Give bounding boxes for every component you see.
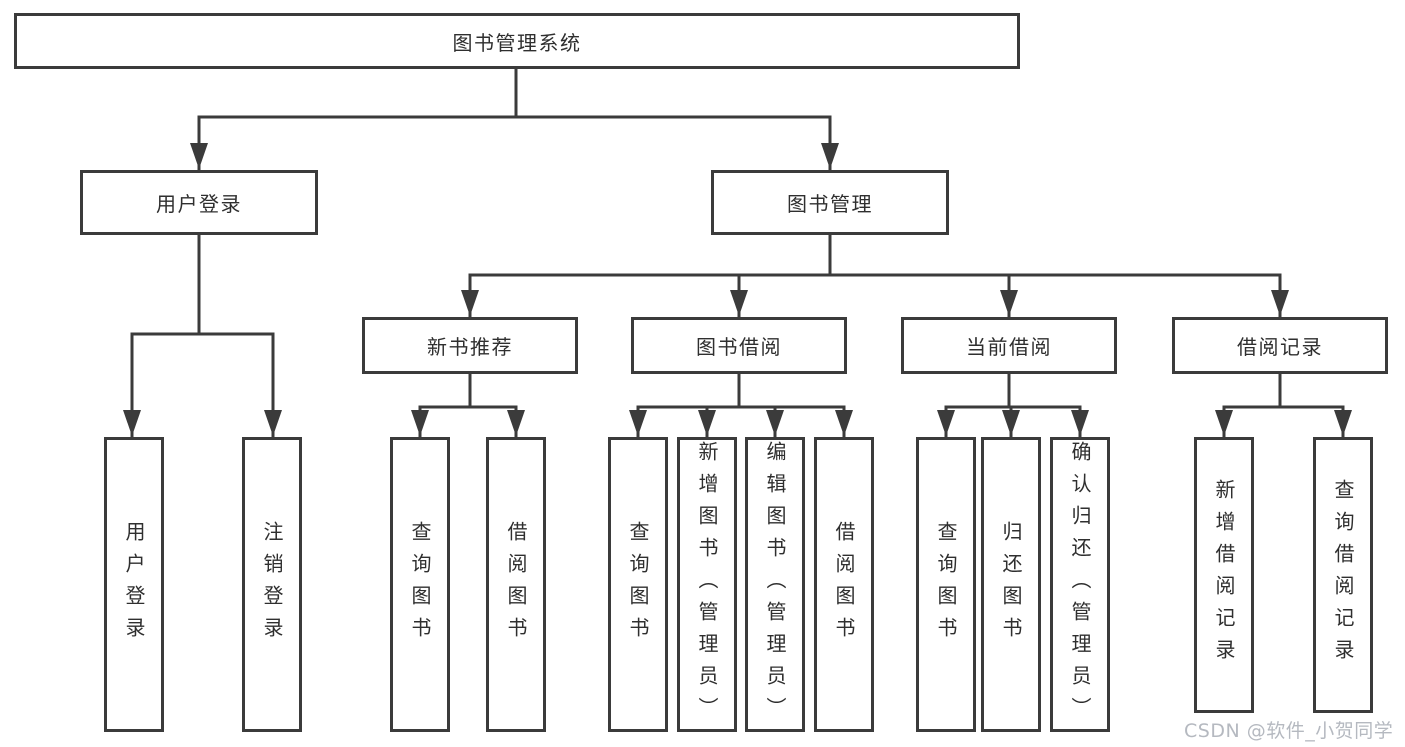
node-new-book-recommend-label: 新书推荐 bbox=[427, 335, 513, 359]
node-current-borrow: 当前借阅 bbox=[901, 317, 1117, 374]
csdn-watermark: CSDN @软件_小贺同学 bbox=[1184, 720, 1394, 742]
leaf-edit-books-admin: 编辑图书（管理员） bbox=[745, 437, 805, 732]
connector-record-to-leaves bbox=[1215, 372, 1352, 438]
leaf-current-query-books-label: 查询图书 bbox=[934, 520, 958, 649]
node-book-management: 图书管理 bbox=[711, 170, 949, 235]
leaf-query-borrow-record: 查询借阅记录 bbox=[1313, 437, 1373, 713]
leaf-confirm-return-admin: 确认归还（管理员） bbox=[1050, 437, 1110, 732]
connector-mgmt-to-level3 bbox=[461, 233, 1289, 318]
leaf-add-borrow-record: 新增借阅记录 bbox=[1194, 437, 1254, 713]
connector-current-to-leaves bbox=[937, 372, 1089, 438]
leaf-add-books-admin-label: 新增图书（管理员） bbox=[695, 440, 719, 729]
node-user-login-label: 用户登录 bbox=[156, 192, 242, 216]
connector-root-to-level2 bbox=[190, 66, 839, 171]
connector-newbook-to-leaves bbox=[411, 372, 525, 438]
leaf-confirm-return-admin-label: 确认归还（管理员） bbox=[1068, 440, 1092, 729]
leaf-user-login-label: 用户登录 bbox=[122, 520, 146, 649]
leaf-edit-books-admin-label: 编辑图书（管理员） bbox=[763, 440, 787, 729]
leaf-return-books: 归还图书 bbox=[981, 437, 1041, 732]
leaf-query-borrow-record-label: 查询借阅记录 bbox=[1331, 479, 1355, 671]
leaf-borrow-query-books-label: 查询图书 bbox=[626, 520, 650, 649]
leaf-logout-label: 注销登录 bbox=[260, 520, 284, 649]
leaf-newbook-query-books: 查询图书 bbox=[390, 437, 450, 732]
leaf-add-books-admin: 新增图书（管理员） bbox=[677, 437, 737, 732]
leaf-return-books-label: 归还图书 bbox=[999, 520, 1023, 649]
node-new-book-recommend: 新书推荐 bbox=[362, 317, 578, 374]
leaf-borrow-books: 借阅图书 bbox=[814, 437, 874, 732]
leaf-logout: 注销登录 bbox=[242, 437, 302, 732]
connector-login-to-leaves bbox=[123, 233, 282, 438]
node-book-borrow-label: 图书借阅 bbox=[696, 335, 782, 359]
leaf-add-borrow-record-label: 新增借阅记录 bbox=[1212, 479, 1236, 671]
node-borrow-record-label: 借阅记录 bbox=[1237, 335, 1323, 359]
leaf-newbook-borrow-books-label: 借阅图书 bbox=[504, 520, 528, 649]
leaf-borrow-books-label: 借阅图书 bbox=[832, 520, 856, 649]
node-library-system-label: 图书管理系统 bbox=[452, 30, 582, 55]
node-library-system: 图书管理系统 bbox=[14, 13, 1020, 69]
leaf-borrow-query-books: 查询图书 bbox=[608, 437, 668, 732]
node-borrow-record: 借阅记录 bbox=[1172, 317, 1388, 374]
node-book-management-label: 图书管理 bbox=[787, 192, 873, 216]
leaf-newbook-borrow-books: 借阅图书 bbox=[486, 437, 546, 732]
node-user-login: 用户登录 bbox=[80, 170, 318, 235]
connector-borrow-to-leaves bbox=[629, 372, 853, 438]
node-book-borrow: 图书借阅 bbox=[631, 317, 847, 374]
leaf-current-query-books: 查询图书 bbox=[916, 437, 976, 732]
node-current-borrow-label: 当前借阅 bbox=[966, 335, 1052, 359]
leaf-newbook-query-books-label: 查询图书 bbox=[408, 520, 432, 649]
leaf-user-login: 用户登录 bbox=[104, 437, 164, 732]
